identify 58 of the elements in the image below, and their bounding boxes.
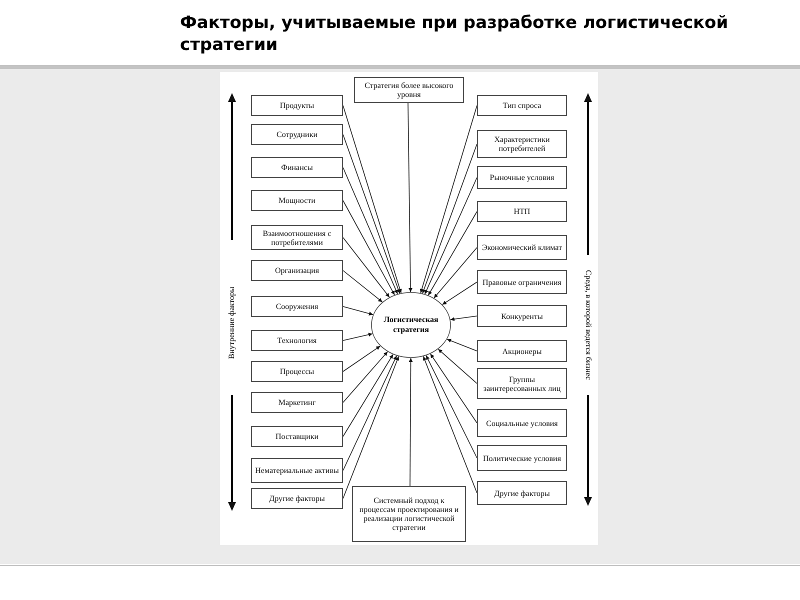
factor-box: Сотрудники bbox=[251, 124, 343, 145]
factor-box: Политические условия bbox=[477, 445, 567, 471]
factor-box: Характеристики потребителей bbox=[477, 130, 567, 158]
title: Факторы, учитываемые при разработке логистической стратегии bbox=[180, 12, 730, 56]
arrow bbox=[342, 355, 397, 471]
node-text: Логистическая стратегия bbox=[382, 315, 440, 335]
factor-box: Взаимоотношения с потребителями bbox=[251, 225, 343, 250]
arrow bbox=[342, 270, 383, 302]
arrow bbox=[420, 105, 478, 294]
arrow bbox=[342, 356, 400, 499]
factor-box: Сооружения bbox=[251, 296, 343, 317]
factor-box: Конкуренты bbox=[477, 305, 567, 327]
factor-box: Социальные условия bbox=[477, 409, 567, 437]
factor-box: Процессы bbox=[251, 361, 343, 382]
factor-box: Правовые ограничения bbox=[477, 270, 567, 294]
factor-box: Продукты bbox=[251, 95, 343, 116]
factor-box: Другие факторы bbox=[251, 488, 343, 509]
arrow bbox=[342, 346, 381, 372]
arrow bbox=[342, 237, 390, 298]
arrow bbox=[342, 351, 388, 403]
factor-box: Нематериальные активы bbox=[251, 458, 343, 483]
axis-label: Внутренние факторы bbox=[226, 286, 237, 362]
factor-box: Акционеры bbox=[477, 340, 567, 362]
arrow bbox=[450, 316, 478, 322]
arrow bbox=[408, 102, 412, 292]
factor-box: Стратегия более высокого уровня bbox=[354, 77, 464, 103]
arrow bbox=[438, 348, 478, 384]
arrow bbox=[342, 354, 394, 437]
factor-box: Другие факторы bbox=[477, 481, 567, 505]
arrow bbox=[424, 177, 478, 294]
factor-box: Тип спроса bbox=[477, 95, 567, 116]
arrow bbox=[428, 211, 478, 296]
factor-box: Организация bbox=[251, 260, 343, 281]
axis-label: Среда, в которой ведется бизнес bbox=[583, 269, 594, 382]
arrow bbox=[434, 247, 478, 298]
factor-box: Мощности bbox=[251, 190, 343, 211]
arrow bbox=[446, 338, 478, 352]
factor-box: Маркетинг bbox=[251, 392, 343, 413]
arrow bbox=[342, 167, 398, 294]
arrow bbox=[422, 356, 478, 494]
factor-box: Поставщики bbox=[251, 426, 343, 447]
factor-box: Экономический климат bbox=[477, 235, 567, 260]
factor-box: Рыночные условия bbox=[477, 166, 567, 189]
arrow bbox=[342, 134, 400, 294]
factor-box: НТП bbox=[477, 201, 567, 222]
arrow bbox=[430, 353, 478, 424]
arrow bbox=[408, 358, 413, 486]
factor-box: Технология bbox=[251, 330, 343, 351]
arrow bbox=[342, 332, 373, 341]
arrow bbox=[442, 282, 478, 305]
arrow bbox=[342, 306, 374, 316]
arrow bbox=[426, 355, 478, 458]
arrow bbox=[422, 144, 478, 294]
arrow bbox=[342, 200, 395, 296]
factor-box: Финансы bbox=[251, 157, 343, 178]
factor-box: Системный подход к процессам проектирования и реализации логистической стратегии bbox=[352, 486, 466, 542]
factor-box: Группы заинтересованных лиц bbox=[477, 368, 567, 399]
arrow bbox=[342, 105, 402, 294]
